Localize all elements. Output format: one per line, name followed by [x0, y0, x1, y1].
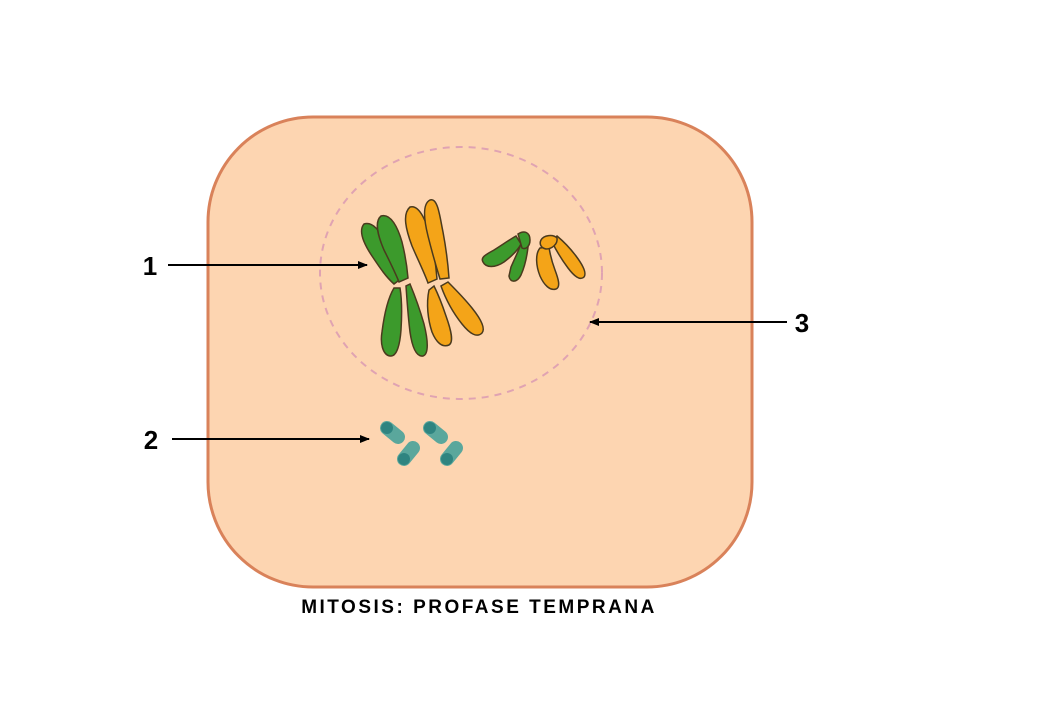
- centriole-left-bottom: [397, 441, 420, 466]
- cell-membrane: [206, 115, 754, 589]
- centriole-right-bottom: [440, 441, 463, 466]
- label-1: 1: [143, 251, 157, 281]
- nuclear-envelope: [319, 146, 603, 400]
- centriole-left-top: [380, 421, 405, 444]
- centrioles: [380, 421, 463, 466]
- chromosome-orange-large: [404, 199, 484, 347]
- label-2: 2: [144, 425, 158, 455]
- centriole-right-top: [423, 421, 448, 444]
- chromosome-green-large: [360, 214, 428, 357]
- chromosome-orange-small: [535, 234, 586, 291]
- chromosome-green-small: [481, 231, 531, 282]
- diagram-caption: MITOSIS: PROFASE TEMPRANA: [301, 597, 657, 618]
- label-3: 3: [795, 308, 809, 338]
